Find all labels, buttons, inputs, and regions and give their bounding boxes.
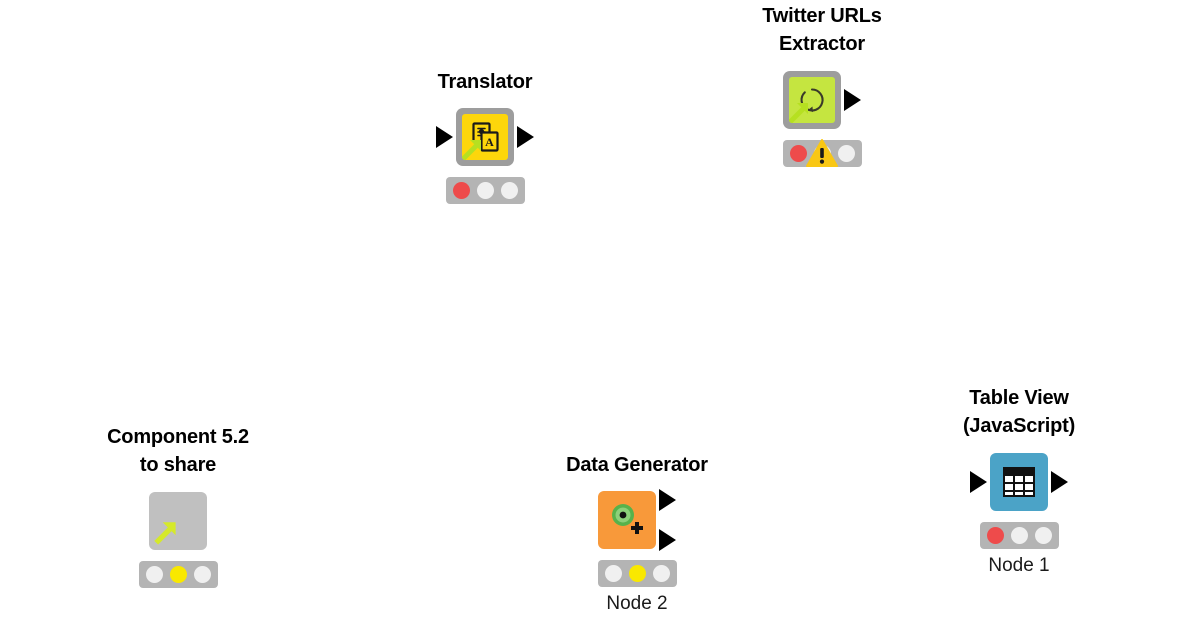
component-arrow-icon xyxy=(154,522,176,545)
output-ports-table-view-javascript[interactable] xyxy=(1051,450,1068,514)
output-port-triangle-icon[interactable] xyxy=(844,88,861,111)
node-box-twitter-urls-extractor[interactable] xyxy=(783,70,841,129)
status-light-red xyxy=(452,182,470,200)
loop-refresh-icon xyxy=(800,88,824,112)
status-light-green xyxy=(652,565,670,583)
node-body-component-5-2-to-share[interactable] xyxy=(149,489,207,553)
status-wrap-data-generator xyxy=(597,560,677,588)
table-grid-icon xyxy=(1003,466,1035,497)
output-port-triangle-icon[interactable] xyxy=(659,529,676,552)
status-light-yellow xyxy=(169,565,187,583)
node-body-translator[interactable]: A xyxy=(436,105,534,169)
input-ports-translator[interactable] xyxy=(436,105,453,169)
status-light-red xyxy=(986,526,1004,544)
data-generator-icon xyxy=(612,504,643,535)
status-light-yellow xyxy=(813,144,831,162)
status-wrap-component-5-2-to-share xyxy=(138,560,218,588)
node-box-table-view-javascript[interactable] xyxy=(990,452,1048,511)
node-body-table-view-javascript[interactable] xyxy=(970,450,1068,514)
node-name-data-generator: Node 2 xyxy=(606,593,668,615)
node-twitter-urls-extractor[interactable]: Twitter URLs Extractor xyxy=(722,2,922,168)
status-light-green xyxy=(193,565,211,583)
node-data-generator[interactable]: Data Generator Node 2 xyxy=(537,451,737,616)
status-bar-component-5-2-to-share[interactable] xyxy=(138,560,218,588)
node-component-5-2-to-share[interactable]: Component 5.2 to share xyxy=(78,423,278,588)
output-ports-translator[interactable] xyxy=(517,105,534,169)
status-bar-twitter-urls-extractor[interactable] xyxy=(782,139,862,167)
status-light-green xyxy=(500,182,518,200)
node-title-translator: Translator xyxy=(437,71,533,93)
status-light-green xyxy=(1034,526,1052,544)
status-wrap-translator xyxy=(445,177,525,205)
output-port-triangle-icon[interactable] xyxy=(659,489,676,512)
status-wrap-table-view-javascript xyxy=(979,521,1059,549)
node-table-view-javascript[interactable]: Table View (JavaScript) xyxy=(919,384,1119,578)
status-light-green xyxy=(837,144,855,162)
status-bar-data-generator[interactable] xyxy=(597,560,677,588)
output-ports-data-generator[interactable] xyxy=(659,488,676,552)
output-port-triangle-icon[interactable] xyxy=(1051,470,1068,493)
output-ports-twitter-urls-extractor[interactable] xyxy=(844,68,861,132)
node-body-twitter-urls-extractor[interactable] xyxy=(783,68,861,132)
node-box-data-generator[interactable] xyxy=(598,491,656,550)
node-box-translator[interactable]: A xyxy=(456,108,514,167)
node-body-data-generator[interactable] xyxy=(598,488,676,552)
status-bar-translator[interactable] xyxy=(445,177,525,205)
status-light-yellow xyxy=(628,565,646,583)
status-light-red xyxy=(604,565,622,583)
status-bar-table-view-javascript[interactable] xyxy=(979,521,1059,549)
node-title-twitter-urls-extractor: Twitter URLs Extractor xyxy=(762,5,882,56)
node-name-table-view-javascript: Node 1 xyxy=(988,554,1050,576)
node-box-component-5-2-to-share[interactable] xyxy=(149,491,207,550)
translator-icon: A xyxy=(472,122,499,152)
status-light-red xyxy=(789,144,807,162)
node-title-data-generator: Data Generator xyxy=(566,454,708,476)
svg-text:A: A xyxy=(485,135,494,149)
output-port-triangle-icon[interactable] xyxy=(517,126,534,149)
input-port-triangle-icon[interactable] xyxy=(970,470,987,493)
status-light-yellow xyxy=(476,182,494,200)
node-title-component-5-2-to-share: Component 5.2 to share xyxy=(107,426,249,477)
status-wrap-twitter-urls-extractor xyxy=(782,139,862,168)
input-ports-table-view-javascript[interactable] xyxy=(970,450,987,514)
input-port-triangle-icon[interactable] xyxy=(436,126,453,149)
node-title-table-view-javascript: Table View (JavaScript) xyxy=(962,387,1076,438)
node-translator[interactable]: Translator A xyxy=(385,68,585,205)
status-light-yellow xyxy=(1010,526,1028,544)
status-light-red xyxy=(145,565,163,583)
